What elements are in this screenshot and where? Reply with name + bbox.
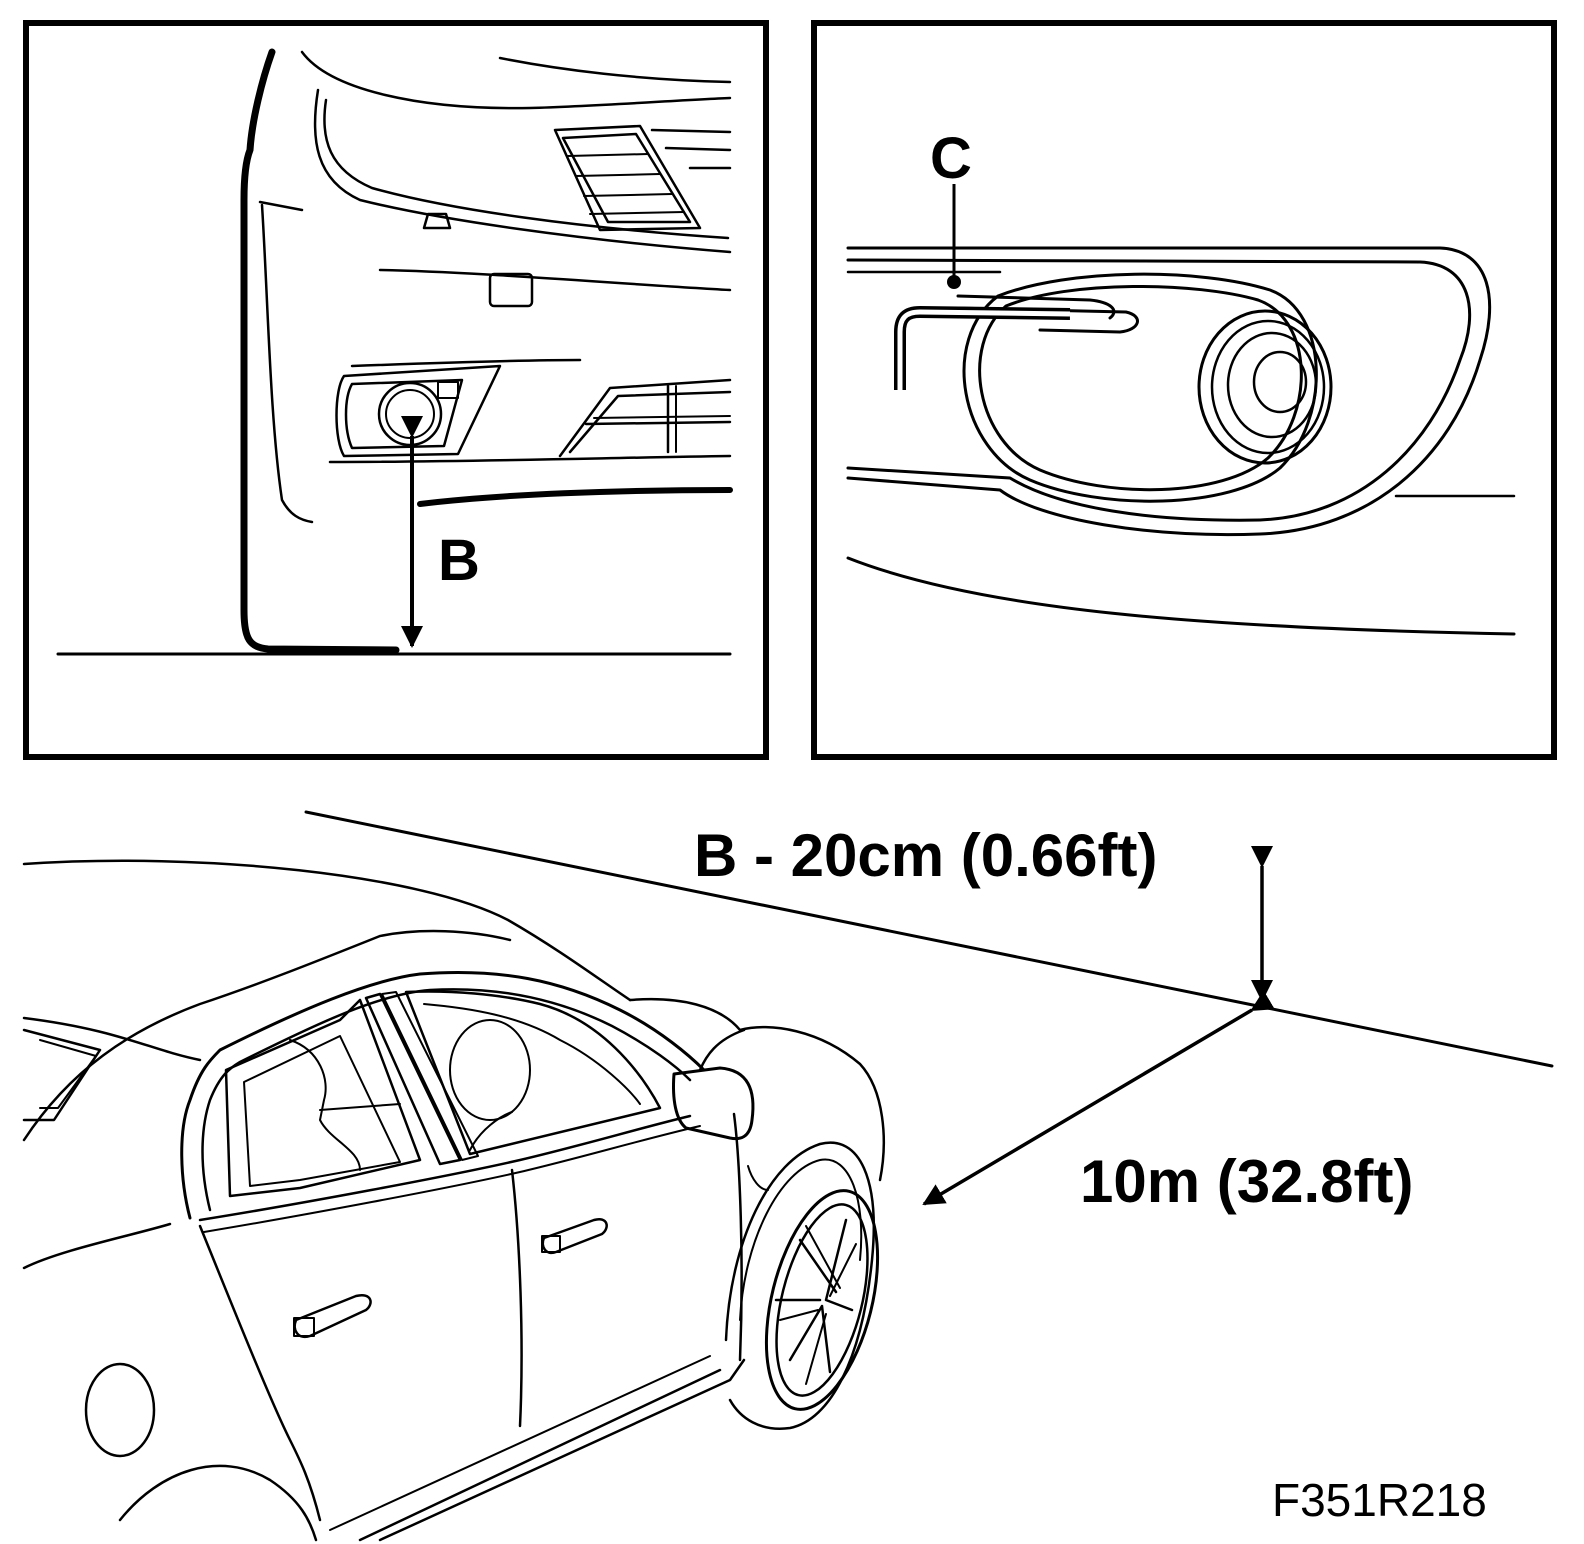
rear-door-handle — [293, 1293, 372, 1339]
right-panel-frame — [811, 20, 1557, 760]
fender-edge — [240, 48, 400, 654]
bumper-height-panel: B — [23, 20, 769, 760]
label-c: C — [930, 126, 972, 191]
front-wheel — [764, 1189, 880, 1411]
aiming-scene: B - 20cm (0.66ft) 10m (32.8ft) — [22, 810, 1554, 1542]
car-illustration — [22, 859, 885, 1542]
figure-reference: F351R218 — [1272, 1474, 1487, 1526]
aim-height-label: B - 20cm (0.66ft) — [694, 822, 1157, 889]
distance-arrow — [922, 990, 1275, 1206]
fog-lamp-lens — [1197, 309, 1333, 465]
fuel-cap — [84, 1362, 156, 1458]
side-mirror — [672, 1066, 755, 1141]
front-door-handle — [541, 1217, 608, 1255]
fog-lamp-adjuster-panel: C — [811, 20, 1557, 760]
aim-line — [304, 810, 1554, 1068]
distance-label: 10m (32.8ft) — [1080, 1148, 1413, 1215]
label-b: B — [438, 528, 480, 593]
